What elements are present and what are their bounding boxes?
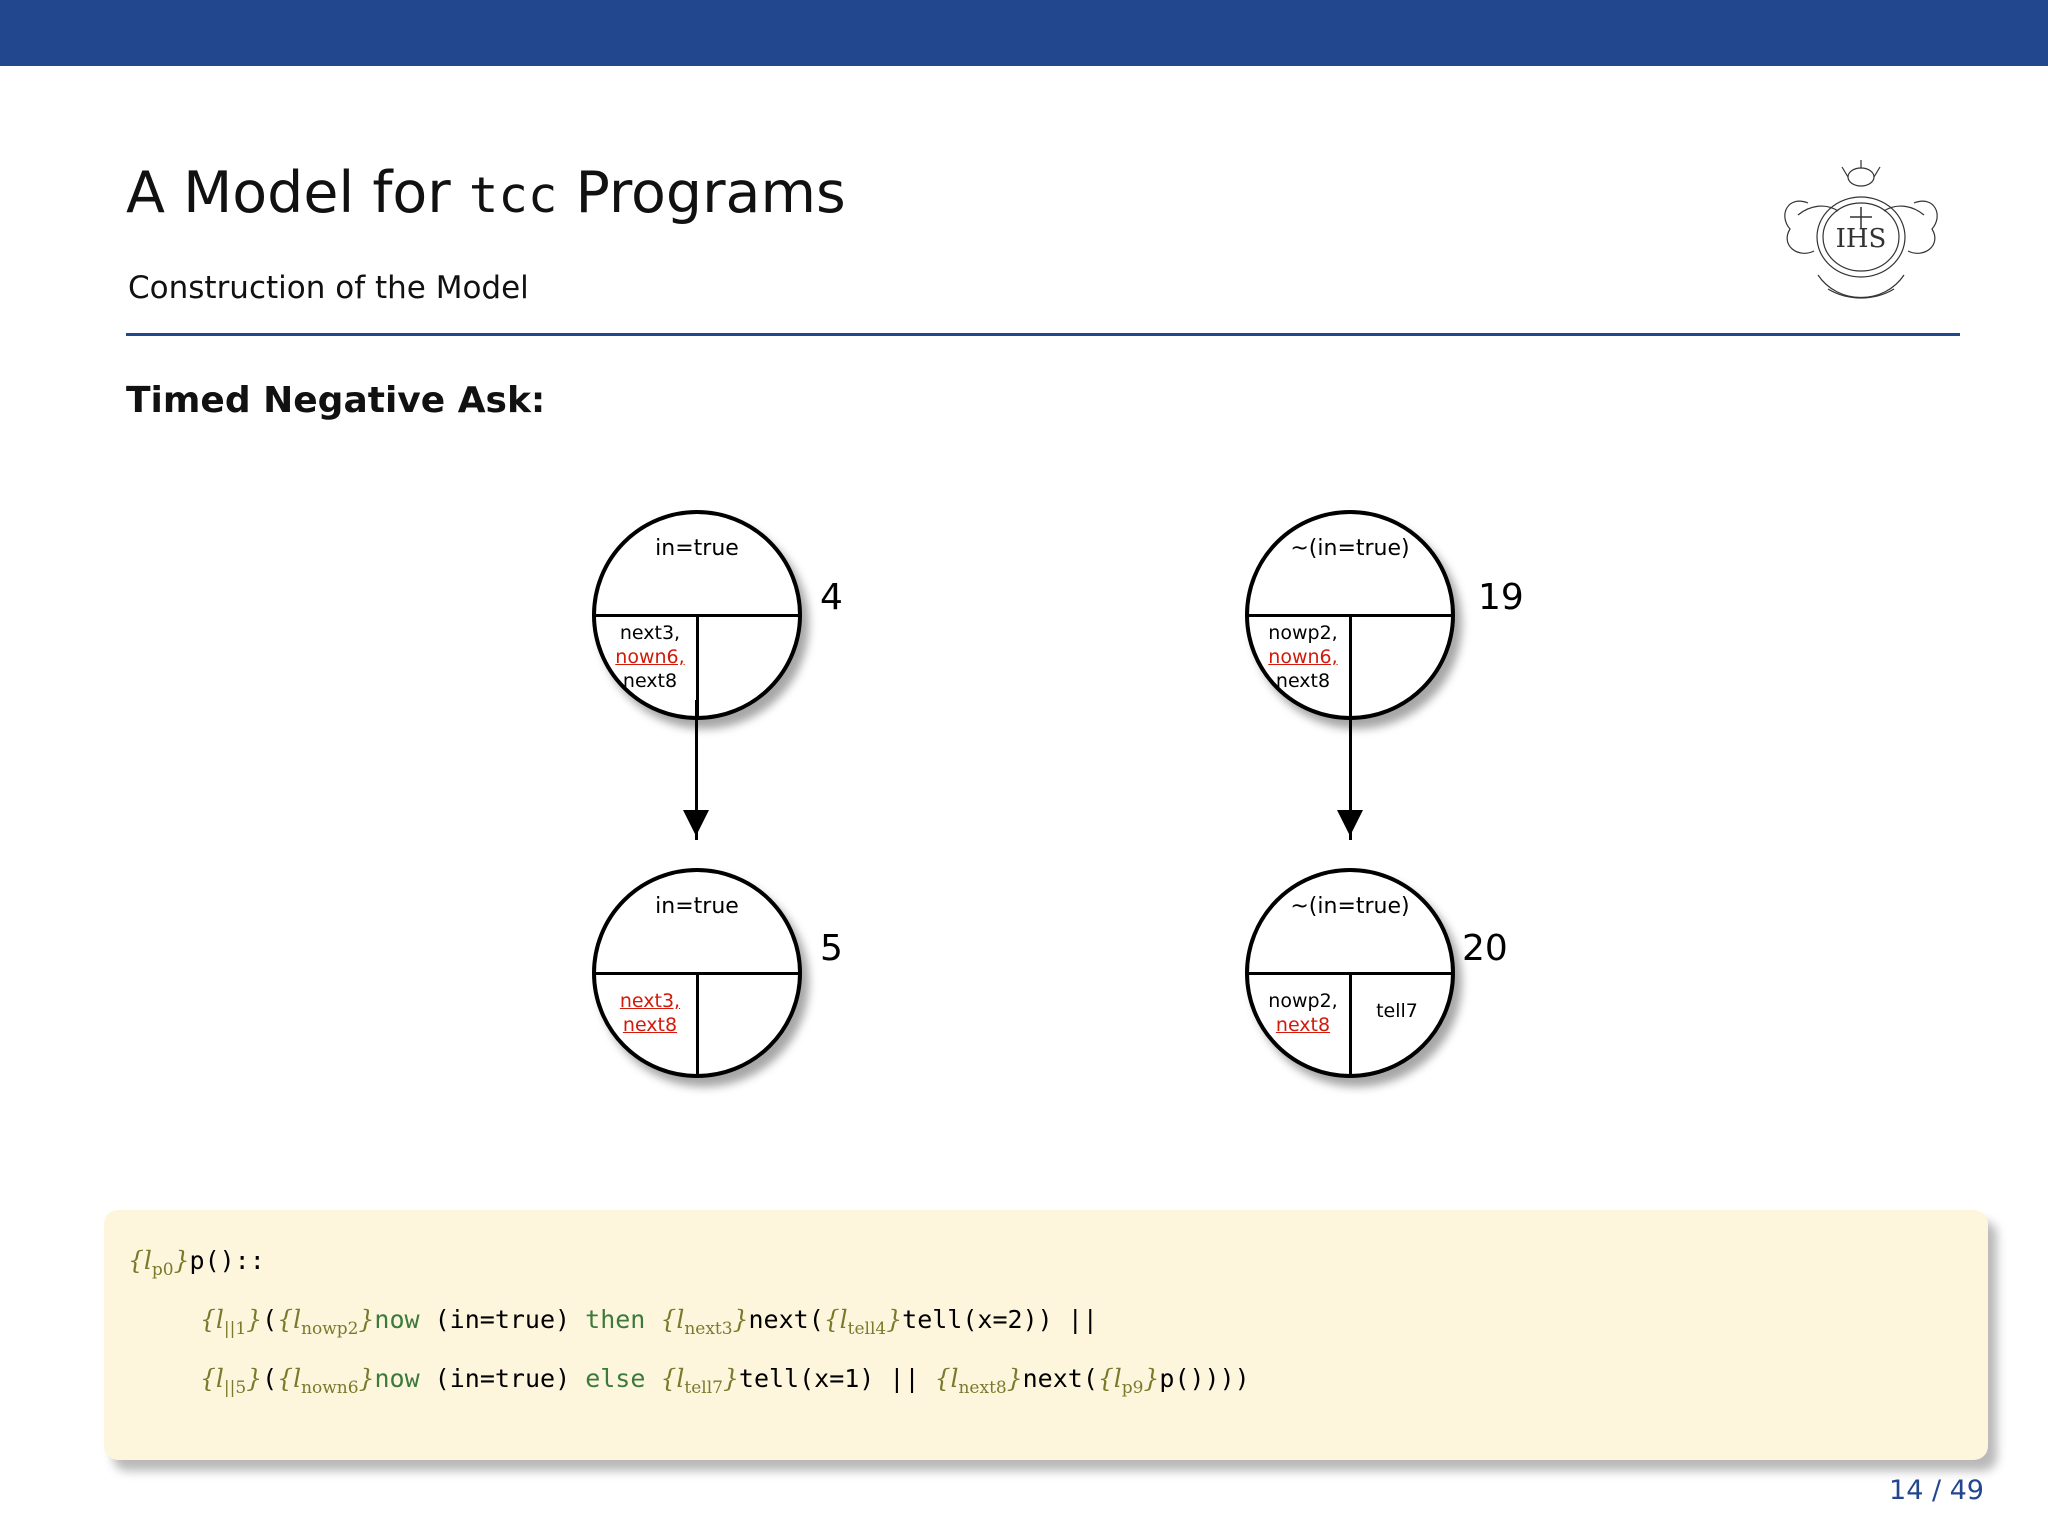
node-5-item-0: next3, [619, 990, 681, 1012]
node-19-item-1: nown6, [1268, 645, 1338, 668]
node-4-condition: in=true [655, 536, 739, 561]
edge-4-to-5 [695, 700, 698, 840]
header-divider [126, 333, 1960, 336]
node-5-number: 5 [820, 928, 843, 969]
node-divider-vertical [696, 615, 699, 716]
node-20-condition: ~(in=true) [1290, 894, 1410, 919]
code-panel: {lp0}p():: {l||1}({lnowp2}now (in=true) … [104, 1210, 1988, 1460]
node-divider-vertical [696, 973, 699, 1074]
page-number: 14 / 49 [1889, 1475, 1984, 1506]
node-4-number: 4 [820, 577, 843, 618]
top-bar [0, 0, 2048, 66]
node-19-left-cell: nowp2, nown6, next8 [1255, 622, 1351, 693]
node-5-item-1: next8 [622, 1013, 678, 1036]
node-19-condition: ~(in=true) [1290, 536, 1410, 561]
node-19-item-2: next8 [1275, 669, 1331, 692]
state-node-4: in=true next3, nown6, next8 [592, 510, 802, 720]
title-part-1: A Model for [126, 160, 469, 226]
section-heading: Timed Negative Ask: [126, 380, 546, 421]
code-line-3: {l||5}({lnown6}now (in=true) else {ltell… [200, 1364, 1250, 1398]
state-node-19: ~(in=true) nowp2, nown6, next8 [1245, 510, 1455, 720]
node-19-number: 19 [1478, 577, 1524, 618]
page-subtitle: Construction of the Model [128, 270, 529, 306]
node-4-item-1: nown6, [615, 645, 685, 668]
university-crest-icon: IHS [1768, 155, 1954, 315]
node-20-right-item-0: tell7 [1376, 1000, 1418, 1022]
code-line-1: {lp0}p():: [128, 1246, 265, 1280]
node-5-condition: in=true [655, 894, 739, 919]
state-node-5: in=true next3, next8 [592, 868, 802, 1078]
state-node-20: ~(in=true) nowp2, next8 tell7 [1245, 868, 1455, 1078]
node-20-item-1: next8 [1275, 1013, 1331, 1036]
code-line-2: {l||1}({lnowp2}now (in=true) then {lnext… [200, 1305, 1098, 1339]
node-5-left-cell: next3, next8 [602, 990, 698, 1038]
edge-19-to-20-arrowhead [1337, 810, 1363, 836]
code-block: {lp0}p():: {l||1}({lnowp2}now (in=true) … [128, 1236, 1250, 1413]
node-divider-vertical [1349, 973, 1352, 1074]
node-4-left-cell: next3, nown6, next8 [602, 622, 698, 693]
node-20-right-cell: tell7 [1349, 1000, 1445, 1024]
node-20-number: 20 [1462, 928, 1508, 969]
page-title: A Model for tcc Programs [126, 160, 846, 226]
title-part-mono: tcc [468, 167, 558, 224]
title-part-2: Programs [557, 160, 846, 226]
node-4-item-0: next3, [619, 622, 681, 644]
node-divider-vertical [1349, 615, 1352, 716]
node-19-item-0: nowp2, [1268, 622, 1338, 644]
node-20-item-0: nowp2, [1268, 990, 1338, 1012]
edge-4-to-5-arrowhead [683, 810, 709, 836]
node-20-left-cell: nowp2, next8 [1255, 990, 1351, 1038]
edge-19-to-20 [1349, 700, 1352, 840]
node-4-item-2: next8 [622, 669, 678, 692]
